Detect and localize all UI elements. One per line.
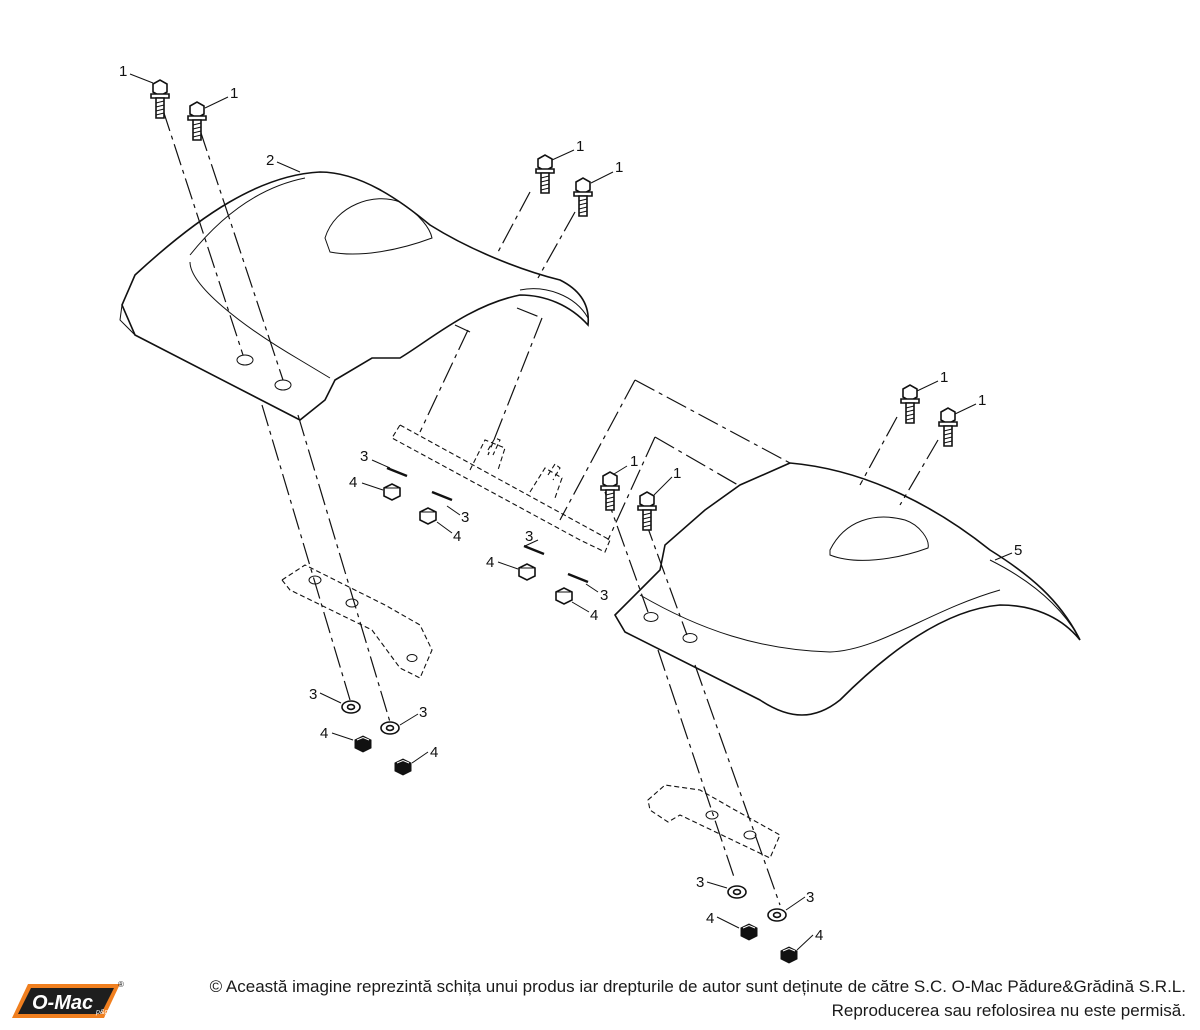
label-nut: 4 [349, 474, 357, 491]
label-washer: 3 [696, 874, 704, 891]
label-washer: 3 [360, 448, 368, 465]
label-washer: 3 [600, 587, 608, 604]
leader-lines [129, 73, 1013, 951]
label-nut: 4 [815, 927, 823, 944]
label-nut: 4 [453, 528, 461, 545]
label-washer: 3 [419, 704, 427, 721]
nut-4d [555, 587, 573, 605]
right-lower-bracket [647, 784, 781, 859]
washer-3e [341, 700, 361, 714]
label-bolt: 1 [576, 138, 584, 155]
logo-text: O-Mac [32, 992, 93, 1014]
washer-3g [727, 885, 747, 899]
label-fender-left: 2 [266, 152, 274, 169]
center-bracket [391, 424, 611, 553]
label-washer: 3 [525, 528, 533, 545]
reproduction-notice: Reproducerea sau refolosirea nu este per… [831, 1001, 1186, 1020]
washer-edge-3a [385, 466, 409, 478]
nut-4h [780, 946, 798, 964]
nut-4f [394, 758, 412, 776]
label-bolt: 1 [615, 159, 623, 176]
label-washer: 3 [461, 509, 469, 526]
bolt-1b [187, 101, 207, 141]
assembly-axis-lines [162, 109, 939, 906]
label-washer: 3 [309, 686, 317, 703]
copyright-notice: © Această imagine reprezintă schița unui… [209, 977, 1186, 996]
nut-4c [518, 563, 536, 581]
label-bolt: 1 [978, 392, 986, 409]
nut-4e [354, 735, 372, 753]
washer-3f [380, 721, 400, 735]
label-bolt: 1 [230, 85, 238, 102]
bolt-1d [573, 177, 593, 217]
washer-edge-3b [430, 490, 454, 502]
bolt-1a [150, 79, 170, 119]
label-bolt: 1 [673, 465, 681, 482]
washer-edge-3d [566, 572, 590, 584]
part-labels: 1 1 1 1 1 1 1 1 2 5 3 4 3 4 3 4 3 4 3 3 … [119, 63, 1022, 944]
bolt-1f [938, 407, 958, 447]
left-lower-bracket [281, 564, 433, 679]
footer: O-Mac p&g ® © Această imagine reprezintă… [0, 968, 1200, 1030]
bolt-1c [535, 154, 555, 194]
left-fender [119, 171, 589, 421]
logo-suffix: p&g [95, 1009, 109, 1016]
nut-4a [383, 483, 401, 501]
washer-edge-3c [522, 544, 546, 556]
registered-mark: ® [118, 980, 124, 989]
label-washer: 3 [806, 889, 814, 906]
bolt-1h [637, 491, 657, 531]
label-fender-right: 5 [1014, 542, 1022, 559]
washer-3h [767, 908, 787, 922]
right-fender [613, 462, 1081, 716]
nut-4b [419, 507, 437, 525]
nut-4g [740, 923, 758, 941]
label-bolt: 1 [940, 369, 948, 386]
label-nut: 4 [590, 607, 598, 624]
label-nut: 4 [320, 725, 328, 742]
label-nut: 4 [706, 910, 714, 927]
label-nut: 4 [430, 744, 438, 761]
exploded-parts-diagram: 1 1 1 1 1 1 1 1 2 5 3 4 3 4 3 4 3 4 3 3 … [119, 63, 1081, 964]
o-mac-logo: O-Mac p&g ® [12, 980, 124, 1018]
bolt-1e [900, 384, 920, 424]
bolt-1g [600, 471, 620, 511]
label-bolt: 1 [630, 453, 638, 470]
label-nut: 4 [486, 554, 494, 571]
label-bolt: 1 [119, 63, 127, 80]
